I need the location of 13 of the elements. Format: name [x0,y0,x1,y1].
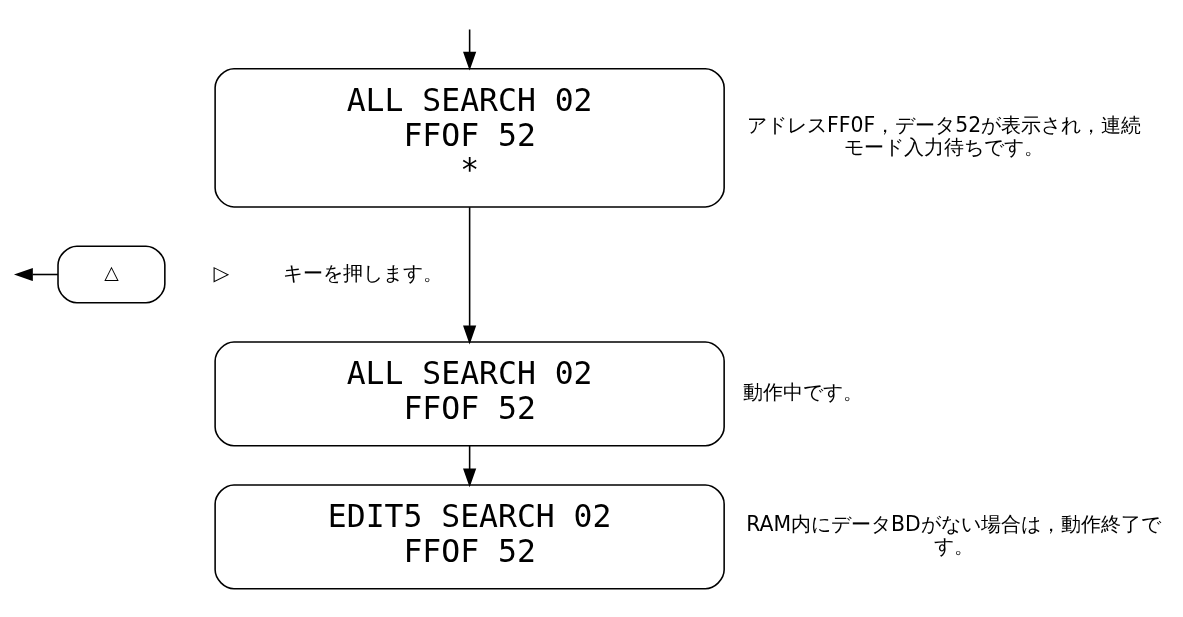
arrow [13,267,59,282]
node-label: キーを押します。 [282,260,443,285]
node-box: ALL SEARCH 02 FFOF 52 [214,341,725,447]
arrow [463,28,477,71]
node-label: ▷ [213,260,230,285]
arrow [463,206,477,345]
node-box: EDIT5 SEARCH 02 FFOF 52 [214,484,725,590]
node-label: RAM内にデータBDがない場合は，動作終了です。 [746,512,1161,559]
arrow [463,445,477,488]
node-label: 動作中です。 [742,380,863,405]
node-box: △ [57,245,166,304]
node-box: ALL SEARCH 02 FFOF 52 * [214,67,725,208]
node-label: アドレスFF0F，データ52が表示され，連続モード入力待ちです。 [747,113,1142,160]
